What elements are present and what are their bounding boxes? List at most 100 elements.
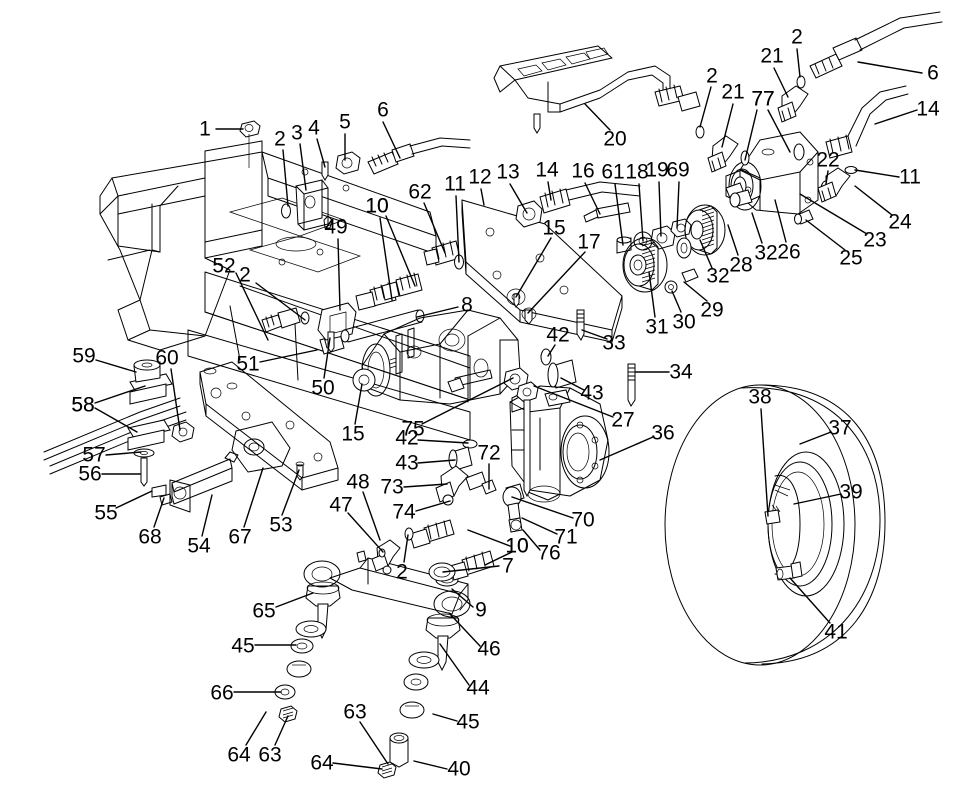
- callout-number-52[interactable]: 52: [212, 254, 236, 278]
- callout-number-42[interactable]: 42: [546, 323, 570, 347]
- callout-number-58[interactable]: 58: [71, 393, 95, 417]
- callout-number-50[interactable]: 50: [311, 376, 335, 400]
- callout-number-2[interactable]: 2: [791, 25, 803, 49]
- callout-number-68[interactable]: 68: [138, 525, 162, 549]
- leader-line-70: [511, 496, 574, 519]
- callout-number-11[interactable]: 11: [899, 165, 921, 189]
- callout-number-1[interactable]: 1: [199, 117, 211, 141]
- callout-number-45[interactable]: 45: [456, 710, 480, 734]
- callout-number-31[interactable]: 31: [645, 315, 669, 339]
- callout-number-42[interactable]: 42: [395, 426, 419, 450]
- callout-number-6[interactable]: 6: [377, 98, 389, 122]
- callout-number-70[interactable]: 70: [571, 508, 595, 532]
- callout-number-40[interactable]: 40: [447, 757, 471, 781]
- callout-number-59[interactable]: 59: [72, 344, 96, 368]
- callout-number-33[interactable]: 33: [602, 331, 626, 355]
- callout-number-51[interactable]: 51: [236, 352, 260, 376]
- callout-number-48[interactable]: 48: [346, 470, 370, 494]
- callout-number-10[interactable]: 10: [365, 194, 389, 218]
- callout-number-43[interactable]: 43: [395, 451, 419, 475]
- callout-number-2[interactable]: 2: [396, 560, 408, 584]
- callout-number-57[interactable]: 57: [82, 443, 106, 467]
- callout-number-29[interactable]: 29: [700, 298, 724, 322]
- leader-line-20: [584, 103, 611, 131]
- callout-number-12[interactable]: 12: [468, 165, 492, 189]
- callout-number-41[interactable]: 41: [824, 620, 848, 644]
- callout-number-69[interactable]: 69: [666, 158, 690, 182]
- callout-number-7[interactable]: 7: [502, 554, 514, 578]
- callout-number-75[interactable]: 75: [401, 417, 425, 441]
- callout-number-46[interactable]: 46: [477, 637, 501, 661]
- leader-line-42: [417, 439, 469, 444]
- callout-number-72[interactable]: 72: [477, 441, 501, 465]
- callout-number-2[interactable]: 2: [706, 64, 718, 88]
- callout-number-45[interactable]: 45: [231, 634, 255, 658]
- callout-number-34[interactable]: 34: [669, 360, 693, 384]
- callout-number-28[interactable]: 28: [729, 253, 753, 277]
- callout-number-63[interactable]: 63: [343, 700, 367, 724]
- callout-number-22[interactable]: 22: [816, 148, 840, 172]
- callout-number-58[interactable]: 58: [71, 393, 95, 417]
- callout-number-20[interactable]: 20: [603, 127, 627, 151]
- callout-number-61[interactable]: 61: [601, 160, 625, 184]
- callout-number-24[interactable]: 24: [888, 210, 912, 234]
- callout-number-10[interactable]: 10: [505, 534, 529, 558]
- callout-number-14[interactable]: 14: [535, 158, 559, 182]
- callout-number-10[interactable]: 10: [365, 194, 389, 218]
- callout-number-38[interactable]: 38: [748, 385, 772, 409]
- callout-number-26[interactable]: 26: [777, 240, 801, 264]
- callout-number-74[interactable]: 74: [392, 500, 416, 524]
- callout-number-54[interactable]: 54: [187, 534, 211, 558]
- callout-number-64[interactable]: 64: [227, 743, 251, 767]
- callout-number-11[interactable]: 11: [444, 172, 466, 196]
- callout-number-71[interactable]: 71: [554, 525, 578, 549]
- callout-number-18[interactable]: 18: [625, 160, 649, 184]
- callout-number-53[interactable]: 53: [269, 513, 293, 537]
- callout-number-17[interactable]: 17: [577, 230, 601, 254]
- callout-number-21[interactable]: 21: [721, 80, 745, 104]
- callout-number-77[interactable]: 77: [751, 87, 775, 111]
- callout-number-30[interactable]: 30: [672, 310, 696, 334]
- callout-number-4[interactable]: 4: [308, 116, 320, 140]
- callout-number-49[interactable]: 49: [324, 215, 348, 239]
- callout-number-77[interactable]: 77: [751, 87, 775, 111]
- callout-number-76[interactable]: 76: [537, 541, 561, 565]
- callout-number-55[interactable]: 55: [94, 501, 118, 525]
- callout-number-25[interactable]: 25: [839, 246, 863, 270]
- callout-number-2[interactable]: 2: [239, 263, 251, 287]
- callout-number-60[interactable]: 60: [155, 346, 179, 370]
- callout-number-10[interactable]: 10: [505, 534, 529, 558]
- callout-number-67[interactable]: 67: [228, 525, 252, 549]
- callout-number-43[interactable]: 43: [580, 381, 604, 405]
- callout-number-32[interactable]: 32: [754, 241, 778, 265]
- callout-number-2[interactable]: 2: [274, 127, 286, 151]
- callout-number-63[interactable]: 63: [258, 743, 282, 767]
- callout-number-23[interactable]: 23: [863, 228, 887, 252]
- callout-number-16[interactable]: 16: [571, 159, 595, 183]
- callout-number-8[interactable]: 8: [461, 293, 473, 317]
- callout-number-32[interactable]: 32: [706, 264, 730, 288]
- callout-number-5[interactable]: 5: [339, 110, 351, 134]
- callout-number-66[interactable]: 66: [210, 681, 234, 705]
- callout-number-36[interactable]: 36: [651, 421, 675, 445]
- callout-number-15[interactable]: 15: [341, 422, 365, 446]
- callout-number-19[interactable]: 19: [645, 158, 669, 182]
- callout-number-21[interactable]: 21: [760, 44, 784, 68]
- callout-number-6[interactable]: 6: [927, 61, 939, 85]
- leader-line-8: [416, 306, 459, 318]
- callout-number-73[interactable]: 73: [380, 475, 404, 499]
- callout-number-37[interactable]: 37: [828, 416, 852, 440]
- callout-number-44[interactable]: 44: [466, 676, 490, 700]
- callout-number-39[interactable]: 39: [839, 480, 863, 504]
- callout-number-3[interactable]: 3: [291, 121, 303, 145]
- callout-number-15[interactable]: 15: [542, 216, 566, 240]
- callout-number-56[interactable]: 56: [78, 462, 102, 486]
- callout-number-47[interactable]: 47: [329, 493, 353, 517]
- callout-number-14[interactable]: 14: [916, 97, 940, 121]
- callout-number-64[interactable]: 64: [310, 751, 334, 775]
- callout-number-65[interactable]: 65: [252, 599, 276, 623]
- callout-number-13[interactable]: 13: [496, 160, 520, 184]
- callout-number-27[interactable]: 27: [611, 408, 635, 432]
- callout-number-62[interactable]: 62: [408, 180, 432, 204]
- callout-number-9[interactable]: 9: [475, 598, 487, 622]
